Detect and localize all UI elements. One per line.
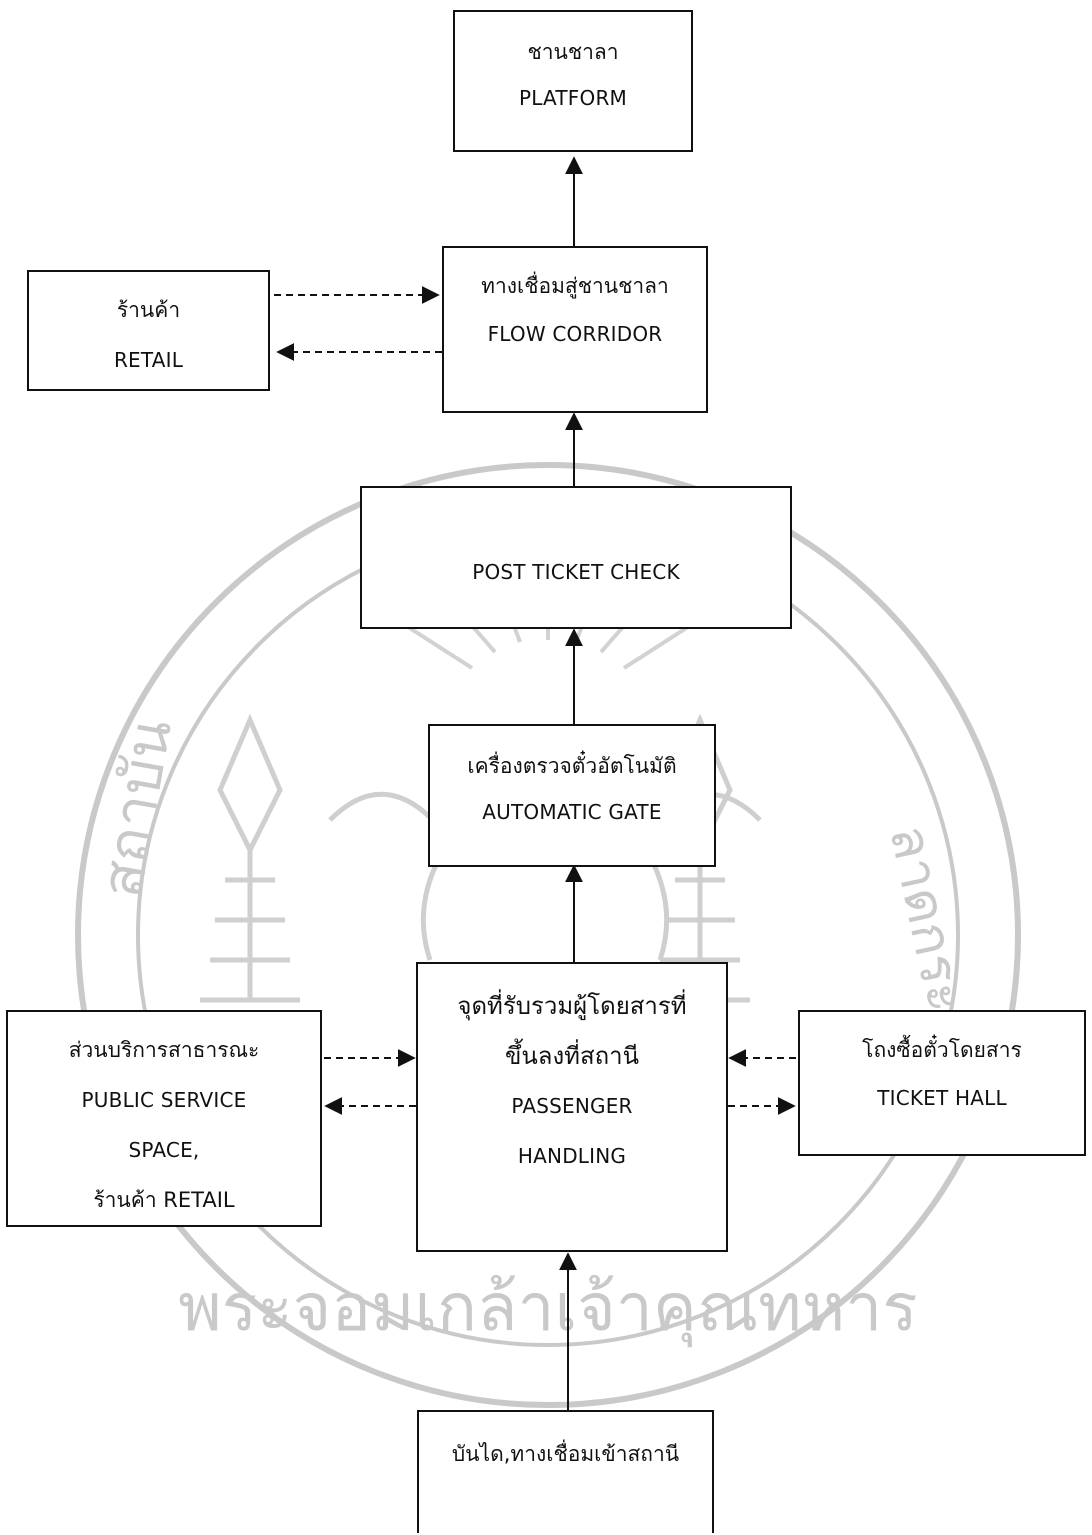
platform-box: ชานชาลา PLATFORM (453, 10, 693, 152)
automatic-gate-box: เครื่องตรวจตั๋วอัตโนมัติ AUTOMATIC GATE (428, 724, 716, 867)
ticket-hall-label-th: โถงซื้อตั๋วโดยสาร (862, 1038, 1022, 1062)
passenger-handling-label-th2: ขึ้นลงที่สถานี (504, 1042, 640, 1070)
ticket-hall-box: โถงซื้อตั๋วโดยสาร TICKET HALL (798, 1010, 1086, 1156)
platform-label-th: ชานชาลา (527, 40, 619, 64)
public-service-label-en1: PUBLIC SERVICE (81, 1088, 247, 1112)
ticket-hall-label-en: TICKET HALL (877, 1086, 1007, 1110)
automatic-gate-label-en: AUTOMATIC GATE (482, 800, 662, 824)
platform-label-en: PLATFORM (518, 86, 627, 110)
passenger-handling-label-en2: HANDLING (517, 1144, 627, 1168)
passenger-handling-label-th1: จุดที่รับรวมผู้โดยสารที่ (457, 992, 687, 1020)
flow-corridor-label-th: ทางเชื่อมสู่ชานชาลา (481, 274, 669, 298)
seal-outer-ring (75, 462, 1021, 1408)
flow-corridor-label-en: FLOW CORRIDOR (487, 322, 663, 346)
post-ticket-check-box: POST TICKET CHECK (360, 486, 792, 629)
post-ticket-check-label: POST TICKET CHECK (472, 560, 680, 584)
public-service-label-retail: ร้านค้า RETAIL (93, 1188, 235, 1212)
automatic-gate-label-th: เครื่องตรวจตั๋วอัตโนมัติ (467, 754, 677, 778)
public-service-label-en2: SPACE, (128, 1138, 200, 1162)
passenger-handling-box: จุดที่รับรวมผู้โดยสารที่ ขึ้นลงที่สถานี … (416, 962, 728, 1252)
public-service-box: ส่วนบริการสาธารณะ PUBLIC SERVICE SPACE, … (6, 1010, 322, 1227)
public-service-label-th: ส่วนบริการสาธารณะ (68, 1038, 260, 1062)
retail-label-th: ร้านค้า (116, 298, 181, 322)
flow-corridor-box: ทางเชื่อมสู่ชานชาลา FLOW CORRIDOR (442, 246, 708, 413)
entrance-box: บันได,ทางเชื่อมเข้าสถานี (417, 1410, 714, 1533)
retail-label-en: RETAIL (113, 348, 184, 372)
seal-lower-text: พระจอมเกล้าเจ้าคุณทหาร (178, 1269, 917, 1348)
retail-box: ร้านค้า RETAIL (27, 270, 270, 391)
entrance-label-th: บันได,ทางเชื่อมเข้าสถานี (451, 1442, 680, 1466)
passenger-handling-label-en1: PASSENGER (511, 1094, 633, 1118)
